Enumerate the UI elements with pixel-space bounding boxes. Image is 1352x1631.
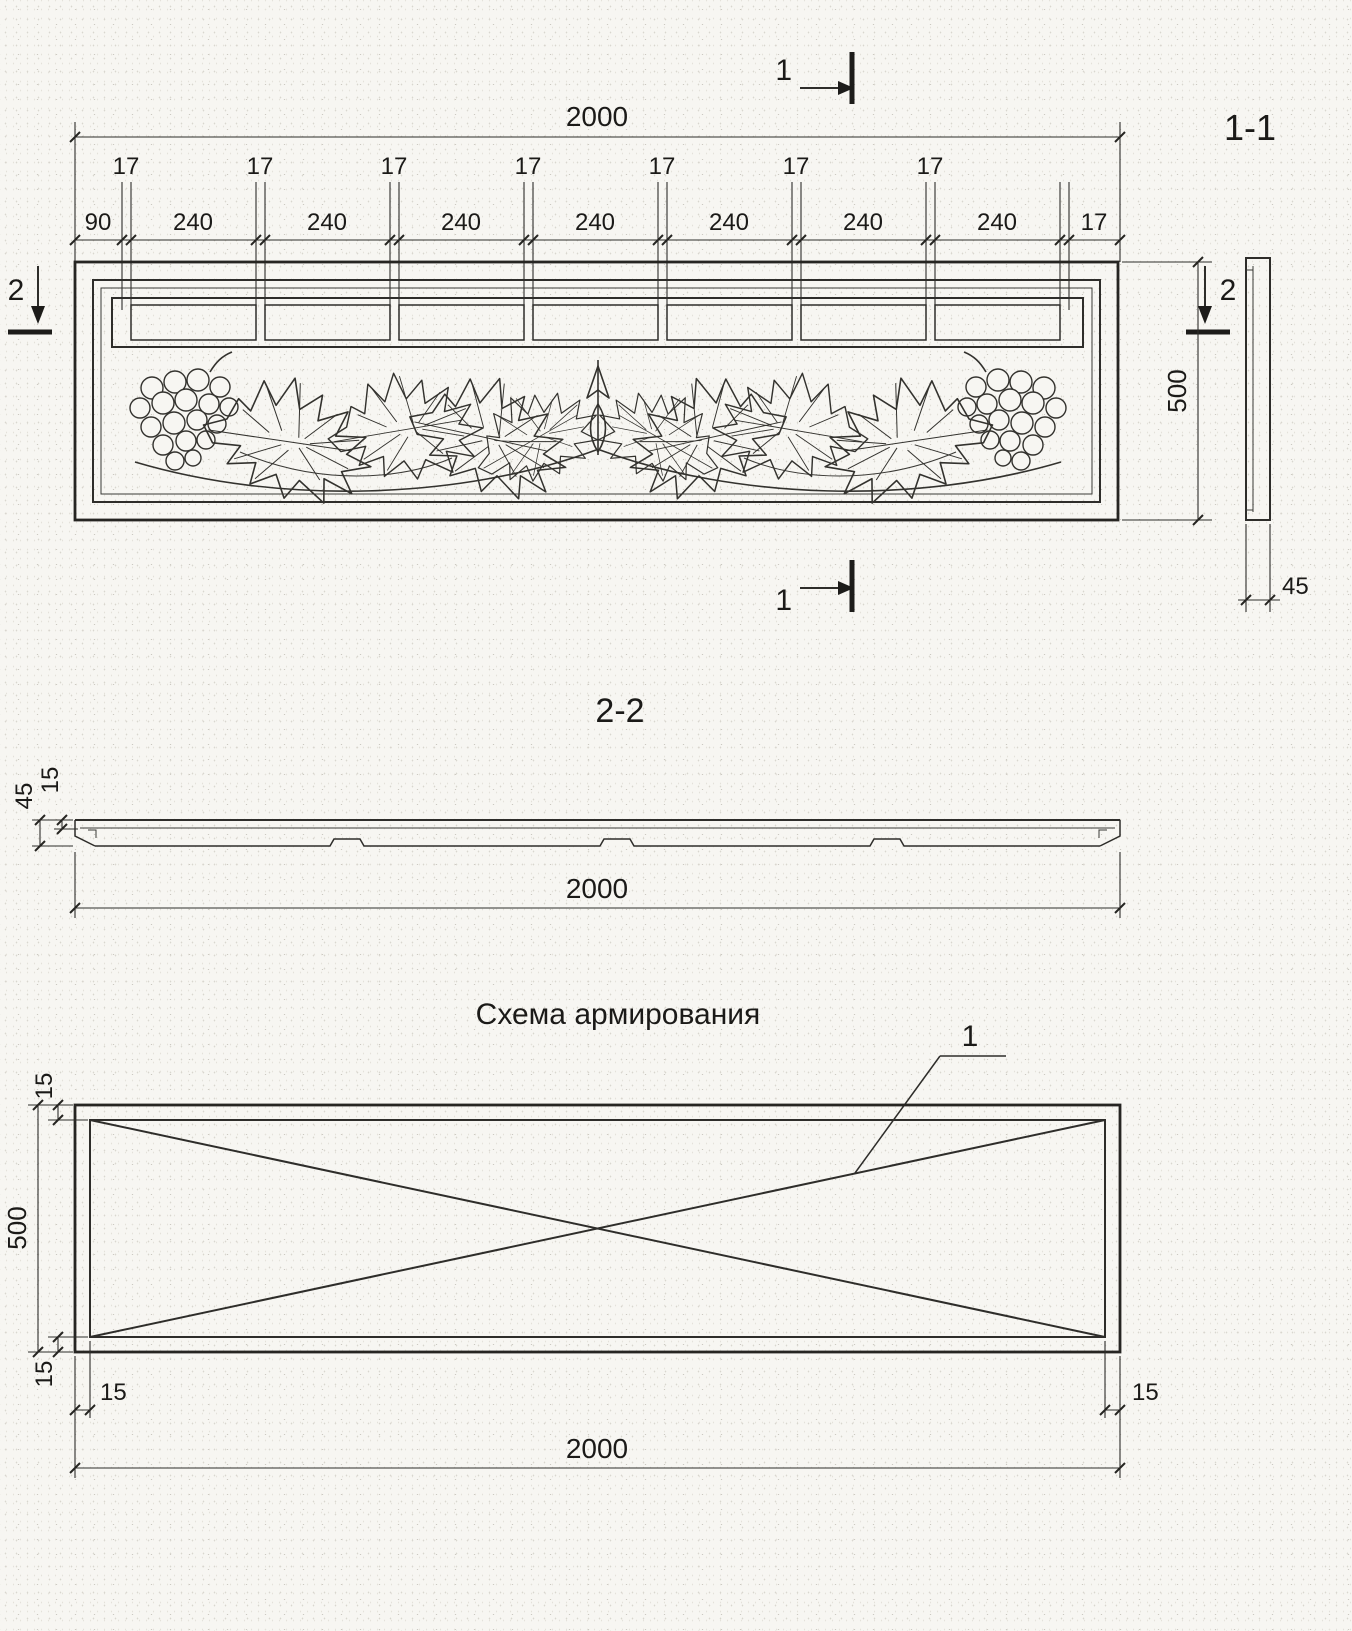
cut-mark-2-label: 2 (1220, 274, 1237, 307)
dim-label-500: 500 (1162, 369, 1192, 412)
ornament-center-motif (586, 360, 610, 455)
cut-mark-2-label: 2 (8, 274, 25, 307)
cut-mark-1-label: 1 (775, 584, 792, 617)
bar-mark-leader: 1 (854, 1020, 1006, 1174)
panel-elevation (73, 260, 1120, 522)
dim-label-240: 240 (843, 209, 883, 236)
section-2-2-label: 2-2 (595, 692, 644, 730)
dim-label-17: 17 (515, 153, 542, 180)
section-1-1-label: 1-1 (1224, 107, 1276, 148)
reinforcement-title: Схема армирования (476, 998, 761, 1031)
section-cut-mark-1-bottom: 1 (775, 560, 855, 617)
cut-mark-1-label: 1 (775, 54, 792, 87)
section-2-2-left-dimensions: 15 45 (11, 767, 78, 852)
dim-label-500: 500 (2, 1206, 32, 1249)
dim-label-2000: 2000 (566, 1433, 628, 1464)
arrow-right-icon (838, 581, 854, 595)
front-view: 1 2000 17 17 17 17 17 17 17 90 240 240 (8, 52, 1309, 617)
reinforcement-view: Схема армирования 1 500 15 15 15 15 (2, 998, 1159, 1478)
window-band (111, 297, 1084, 348)
dim-label-15-top: 15 (31, 1073, 58, 1100)
front-overall-dimension: 2000 (69, 101, 1126, 262)
dim-label-15: 15 (37, 767, 64, 794)
reinforcement-left-dimensions: 500 15 15 (2, 1073, 88, 1388)
dim-label-17: 17 (113, 153, 140, 180)
side-thickness-dimension: 45 (1238, 524, 1309, 612)
dim-label-17: 17 (381, 153, 408, 180)
bar-mark-label: 1 (962, 1020, 979, 1053)
section-2-2-view: 2-2 15 45 2000 (11, 692, 1126, 918)
section-cut-mark-1-top: 1 (775, 52, 855, 104)
arrow-down-icon (31, 306, 45, 324)
grape-cluster (129, 351, 239, 471)
dim-label-90: 90 (85, 209, 112, 236)
dim-label-240: 240 (441, 209, 481, 236)
dim-label-45: 45 (11, 783, 38, 810)
section-cut-mark-2-left: 2 (8, 266, 52, 335)
dim-label-17: 17 (783, 153, 810, 180)
mullion-dimensions: 17 17 17 17 17 17 17 (113, 153, 944, 180)
dim-label-17-end: 17 (1081, 209, 1108, 236)
arrow-down-icon (1198, 306, 1212, 324)
grape-cluster (957, 351, 1067, 471)
ornament-leaf-garland (129, 351, 1067, 513)
side-section-view: 1-1 45 (1224, 107, 1309, 612)
section-2-2-length-dimension: 2000 (69, 852, 1126, 918)
dim-label-17: 17 (917, 153, 944, 180)
dim-label-240: 240 (977, 209, 1017, 236)
ornament-left-half (129, 351, 614, 513)
dim-label-17: 17 (649, 153, 676, 180)
dim-label-240: 240 (173, 209, 213, 236)
dim-label-240: 240 (709, 209, 749, 236)
section-2-2-profile (74, 819, 1121, 847)
dim-label-15-right: 15 (1132, 1379, 1159, 1406)
section-cut-mark-2-right: 2 (1186, 266, 1237, 335)
dim-label-45: 45 (1282, 573, 1309, 600)
dim-label-15-bottom: 15 (31, 1361, 58, 1388)
reinforcement-frame (73, 1103, 1122, 1354)
dim-label-17: 17 (247, 153, 274, 180)
arrow-right-icon (838, 81, 854, 95)
dim-label-240: 240 (307, 209, 347, 236)
dim-label-2000-top: 2000 (566, 101, 628, 132)
front-height-dimension: 500 (1122, 256, 1212, 526)
segment-dimension-row: 90 240 240 240 240 240 240 240 17 (69, 182, 1126, 310)
reinforcement-bottom-dimensions: 15 15 2000 (69, 1341, 1159, 1478)
dim-label-240: 240 (575, 209, 615, 236)
ornament-right-half (582, 351, 1067, 513)
dim-label-15-left: 15 (100, 1379, 127, 1406)
dim-label-2000: 2000 (566, 873, 628, 904)
